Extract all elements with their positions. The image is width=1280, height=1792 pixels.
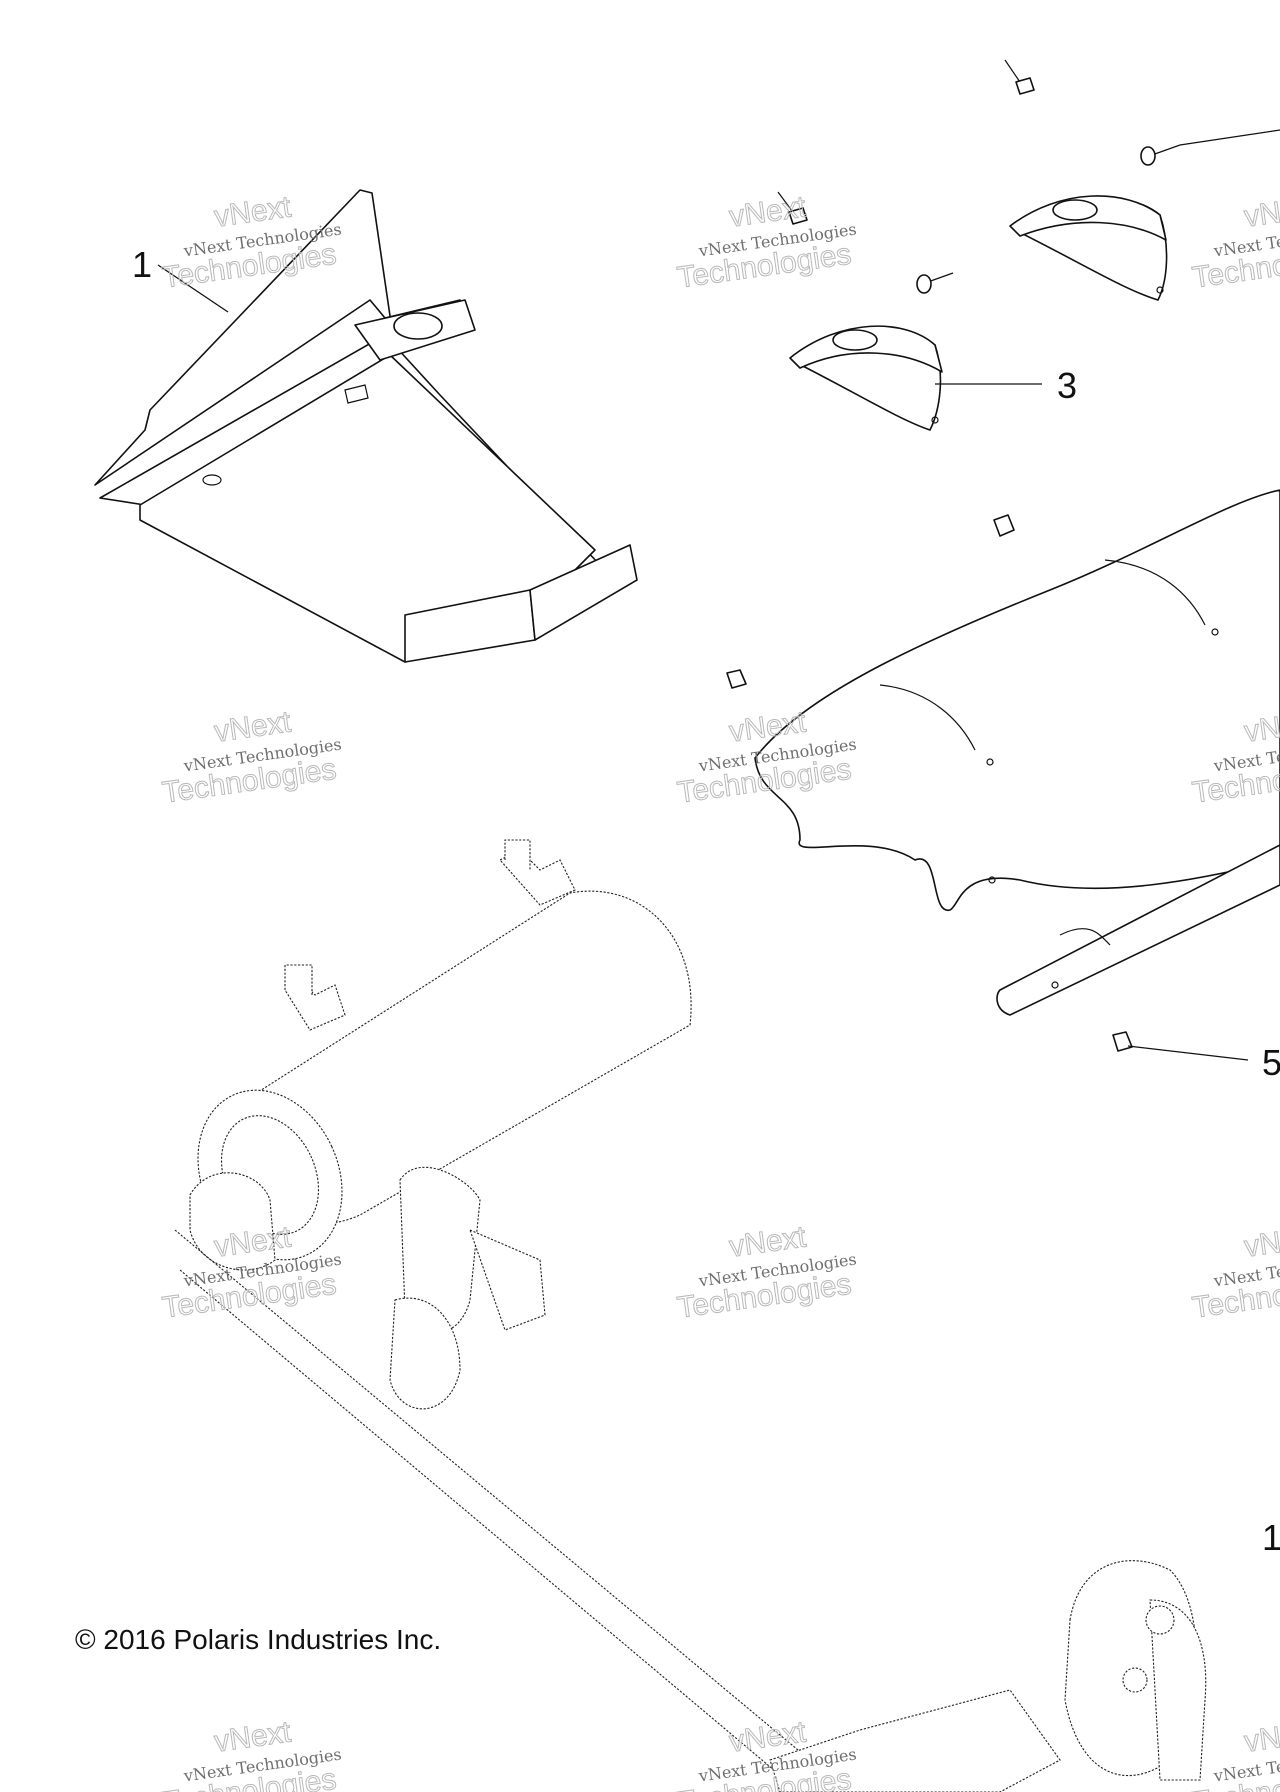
muffler-exhaust-assembly (174, 839, 1207, 1792)
watermark-big-top: vNext (1242, 1715, 1280, 1758)
callout-numbers: 1 3 5 1 (132, 244, 1280, 1558)
callout-3: 3 (1057, 365, 1077, 406)
copyright-notice: © 2016 Polaris Industries Inc. (75, 1624, 442, 1655)
muffler-heat-shield (754, 489, 1280, 1016)
watermark-big-top: vNext (1242, 190, 1280, 233)
heat-shield-part-1 (94, 189, 638, 663)
small-shield-part-3 (789, 195, 1168, 431)
bolts (726, 59, 1280, 1052)
callout-1: 1 (132, 244, 152, 285)
watermarks: vNext vNext Technologies Technologies vN… (160, 190, 1280, 1792)
callout-1-lower: 1 (1262, 1517, 1280, 1558)
callout-5: 5 (1262, 1042, 1280, 1083)
watermark-big-top: vNext (1242, 1220, 1280, 1263)
leader-lines (157, 264, 1249, 1061)
